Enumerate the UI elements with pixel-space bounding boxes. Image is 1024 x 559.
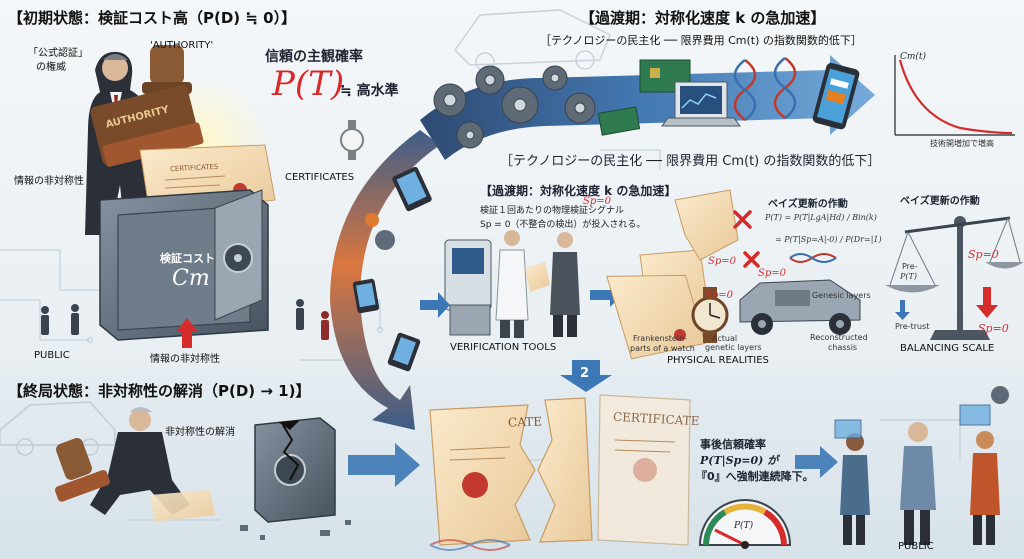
belief-label: 信頼の主観確率	[265, 49, 363, 65]
certificates-label: CERTIFICATES	[285, 172, 355, 183]
tech-subtitle: ［テクノロジーの民主化 ── 限界費用 Cm(t) の指数関数的低下］	[540, 34, 862, 47]
scientists	[495, 230, 580, 338]
sp0-label-c: Sp=0	[705, 290, 733, 301]
frankenstein-label-1: Frankenstein-	[633, 334, 688, 343]
transition-subtitle: 【過渡期：対称化速度 k の急加速】	[480, 184, 677, 198]
authority-stamp-graphic	[90, 45, 204, 167]
reconstructed-label-2: chassis	[828, 343, 858, 352]
laptop-graphic	[661, 81, 741, 127]
authority-jp-label-1: 「公式認証」	[28, 48, 88, 59]
car-sketch-bottom	[0, 401, 116, 456]
scale-sp2-label: Sp=0	[978, 322, 1009, 335]
public-label-left: PUBLIC	[34, 350, 70, 361]
mid-arrow-0	[420, 292, 450, 318]
genesic-layers-label: Genesic layers	[812, 291, 871, 300]
safe-graphic	[99, 189, 269, 341]
verification-tools-label: VERIFICATION TOOLS	[450, 342, 557, 353]
public-figures-left	[41, 299, 329, 340]
asymmetry-left-label: 情報の非対称性	[14, 176, 84, 187]
physical-realities-label: PHYSICAL REALITIES	[667, 355, 769, 366]
final-state-title: 【終局状態：非対称性の解消（P(D) → 1)】	[8, 382, 311, 400]
scale-pre-2: P(T)	[900, 272, 917, 281]
frankenstein-label-2: parts of a watch	[630, 344, 695, 353]
bayes-title: ベイズ更新の作動	[768, 199, 848, 210]
sp0-label-a: Sp=0	[583, 196, 611, 207]
graph-x-label: 技術開増加で増高	[930, 139, 994, 148]
tech-subtitle-2: ［テクノロジーの民主化 ── 限界費用 Cm(t) の指数関数的低下］	[500, 154, 881, 169]
scale-title: ベイズ更新の作動	[900, 196, 980, 207]
pre-trust-label: Pre-trust	[895, 322, 930, 331]
public-label-bottom: PUBLIC	[898, 541, 934, 552]
red-x-marks	[733, 210, 760, 268]
dissolve-label: 非対称性の解消	[165, 427, 235, 438]
posterior-line-1: 事後信頼確率	[700, 438, 766, 451]
graph-y-label: Cm(t)	[900, 52, 927, 62]
asymmetry-bottom-label: 情報の非対称性	[150, 354, 220, 365]
authority-en-label: 'AUTHORITY'	[150, 40, 214, 51]
sp0-label-d: Sp=0	[758, 268, 786, 279]
posterior-line-3: 『0』へ強制連続降下。	[696, 470, 814, 483]
watch-graphic	[691, 287, 729, 343]
sp0-label-b: Sp=0	[708, 256, 736, 267]
bottom-arrow-1	[348, 443, 420, 487]
belief-formula: P(T)	[272, 64, 345, 104]
gears	[433, 65, 596, 149]
broken-cert-word: CATE	[507, 414, 543, 430]
gauge-graphic	[698, 499, 792, 549]
posterior-line-2: P(T|Sp=0) が	[700, 454, 779, 467]
dna-mid	[789, 253, 837, 263]
signal-line-2: Sp = 0（不整合の検出）が投入される。	[480, 220, 646, 230]
transition-title: 【過渡期：対称化速度 k の急加速】	[580, 9, 826, 27]
cost-symbol: Cm	[172, 266, 210, 291]
dna-bottom	[429, 539, 511, 551]
chassis-graphic	[739, 279, 861, 335]
dna-helix	[733, 57, 797, 121]
swirl-arrow	[330, 130, 440, 430]
torn-certificates-large	[429, 394, 691, 546]
balancing-scale	[885, 216, 1024, 340]
watch-icon-top	[340, 120, 364, 160]
broken-safe	[240, 417, 351, 540]
reconstructed-label-1: Reconstructed	[810, 333, 868, 342]
step-number: 2	[580, 366, 590, 381]
step-2-arrow	[560, 360, 612, 392]
cost-graph	[894, 55, 1015, 136]
sitting-official	[55, 407, 215, 522]
belief-suffix: ≒ 高水準	[340, 83, 399, 99]
bayes-formula-1: P(T) = P(T|LgA|Hd) / Bin(k)	[765, 213, 877, 222]
gauge-label: P(T)	[734, 521, 754, 531]
swirl-devices	[352, 166, 432, 372]
red-up-arrow	[176, 318, 198, 348]
car-frame-sketch	[454, 9, 611, 72]
bottom-arrow-2	[795, 446, 838, 478]
signal-line-1: 検証１回あたりの物理検証シグナル	[480, 206, 625, 216]
authority-jp-label-2: の権威	[36, 62, 66, 73]
public-people-bottom	[834, 386, 1009, 545]
bayes-formula-2: = P(T|Sp=A|-0) / P(Dr=|1)	[775, 235, 882, 244]
actual-label-2: genetic layers	[705, 343, 762, 352]
actual-label-1: Actual	[712, 334, 738, 343]
cost-label: 検証コスト	[160, 252, 215, 265]
scale-sp-label: Sp=0	[968, 248, 999, 261]
initial-state-title: 【初期状態：検証コスト高（P(D) ≒ 0）】	[8, 9, 297, 27]
scale-pre-1: Pre-	[902, 262, 918, 271]
tech-big-arrow	[420, 55, 875, 160]
verification-machine	[444, 239, 492, 336]
balancing-scale-label: BALANCING SCALE	[900, 343, 995, 354]
phone-graphic	[812, 62, 860, 130]
